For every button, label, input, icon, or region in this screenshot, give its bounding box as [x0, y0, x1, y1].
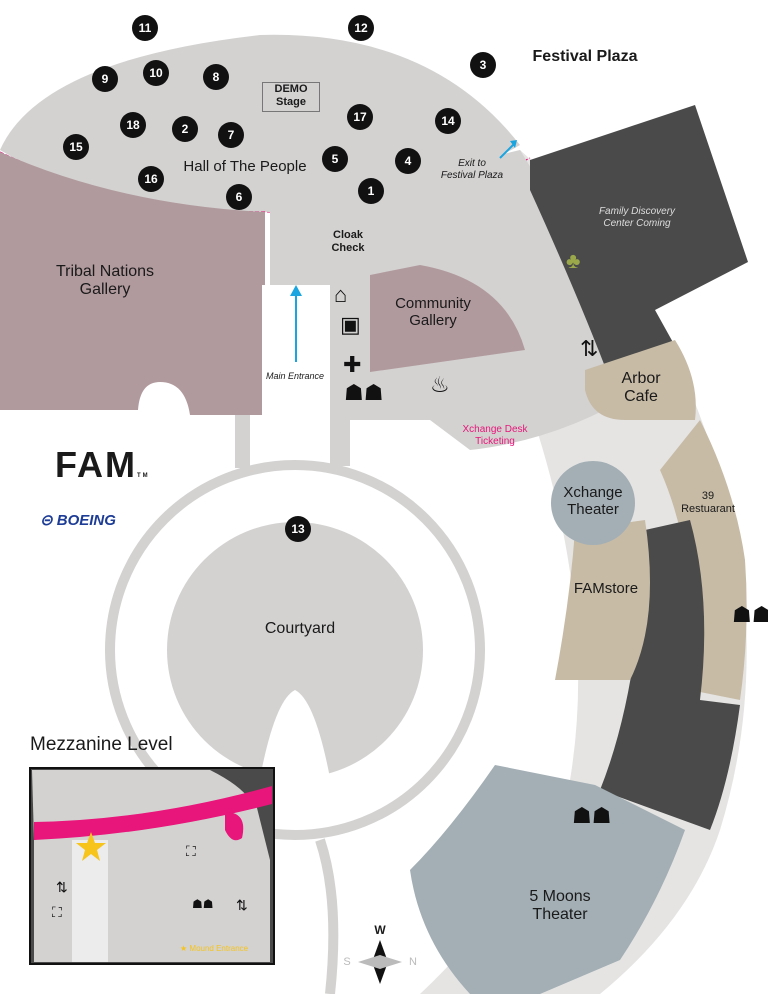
compass-n: N: [409, 956, 417, 968]
tribal-block: [0, 152, 265, 415]
exhibit-17[interactable]: 17: [347, 104, 373, 130]
tribal-label: Tribal Nations Gallery: [55, 263, 155, 299]
community-block: [370, 265, 525, 372]
restaurant-label: 39 Restuarant: [681, 490, 735, 515]
main-entrance-label: Main Entrance: [265, 371, 325, 381]
boeing-logo: ⊝ BOEING: [40, 512, 116, 529]
famstore-block: [555, 520, 650, 680]
fam-logo: FAMTM: [55, 444, 150, 485]
elevator-icon-mezz: ⇅: [56, 879, 68, 895]
demo-stage: DEMO Stage: [262, 82, 320, 112]
hall-label: Hall of The People: [183, 158, 307, 175]
compass-icon: [358, 940, 402, 984]
exit-label: Exit to Festival Plaza: [440, 158, 504, 181]
moons-block: [410, 765, 685, 994]
courtyard-inner: [167, 522, 423, 778]
hanger-icon: ⌂: [334, 282, 348, 307]
exhibit-9[interactable]: 9: [92, 66, 118, 92]
arbor-block: [585, 340, 696, 420]
exhibit-13[interactable]: 13: [285, 516, 311, 542]
exhibit-14[interactable]: 14: [435, 108, 461, 134]
turtle-icon: ♣: [566, 248, 581, 273]
exhibit-15[interactable]: 15: [63, 134, 89, 160]
exhibit-5[interactable]: 5: [322, 146, 348, 172]
mezzanine-title: Mezzanine Level: [30, 734, 173, 755]
elevator-icon-mezz-2: ⇅: [236, 897, 248, 913]
exhibit-4[interactable]: 4: [395, 148, 421, 174]
exhibit-16[interactable]: 16: [138, 166, 164, 192]
family-label: Family Discovery Center Coming: [598, 206, 676, 229]
exhibit-1[interactable]: 1: [358, 178, 384, 204]
mound-entrance-legend: ★ Mound Entrance: [180, 944, 249, 953]
exhibit-18[interactable]: 18: [120, 112, 146, 138]
family-block: [530, 105, 748, 385]
stairs-icon-mezz-2: ⛶: [186, 843, 196, 859]
xchange-circle: [551, 461, 635, 545]
festival-plaza-label: Festival Plaza: [532, 48, 638, 65]
courtyard-label: Courtyard: [264, 620, 336, 637]
exhibit-8[interactable]: 8: [203, 64, 229, 90]
compass-w: W: [374, 923, 386, 937]
right-band: [660, 420, 747, 700]
community-label: Community Gallery: [395, 295, 471, 330]
luggage-icon: ▣: [340, 312, 361, 337]
exhibit-10[interactable]: 10: [143, 60, 169, 86]
water-fountain-icon: ♨: [430, 372, 450, 397]
restroom-icon-2: ☗☗: [732, 602, 768, 627]
famstore-label: FAMstore: [573, 580, 639, 597]
stairs-icon-mezz: ⛶: [52, 904, 62, 920]
exhibit-3[interactable]: 3: [470, 52, 496, 78]
exhibit-2[interactable]: 2: [172, 116, 198, 142]
legend-star-icon: ★: [180, 944, 190, 953]
moons-label: 5 Moons Theater: [529, 888, 591, 924]
exhibit-11[interactable]: 11: [132, 15, 158, 41]
cloak-label: Cloak Check: [331, 229, 365, 254]
star-icon: [76, 832, 106, 861]
exhibit-12[interactable]: 12: [348, 15, 374, 41]
restroom-icon: ☗☗: [344, 380, 384, 405]
arbor-label: Arbor Cafe: [621, 370, 661, 406]
courtyard-arch: [260, 690, 330, 778]
exhibit-7[interactable]: 7: [218, 122, 244, 148]
courtyard-ring: [105, 460, 485, 840]
corridor-wall: [235, 415, 350, 468]
exhibit-6[interactable]: 6: [226, 184, 252, 210]
elevator-icon: ⇅: [580, 336, 599, 361]
xchange-theater-label: Xchange Theater: [563, 484, 623, 519]
restroom-icon-mezz: ☗☗: [192, 897, 214, 911]
restroom-icon-3: ☗☗: [572, 803, 612, 828]
courtyard-path: [315, 838, 339, 994]
compass-s: S: [343, 956, 351, 968]
dark-band: [600, 520, 740, 830]
boeing-mark-icon: ⊝: [40, 512, 57, 529]
first-aid-icon: ✚: [343, 352, 362, 377]
hall-floor: [0, 34, 520, 213]
xchange-desk-label: Xchange Desk Ticketing: [462, 424, 528, 447]
